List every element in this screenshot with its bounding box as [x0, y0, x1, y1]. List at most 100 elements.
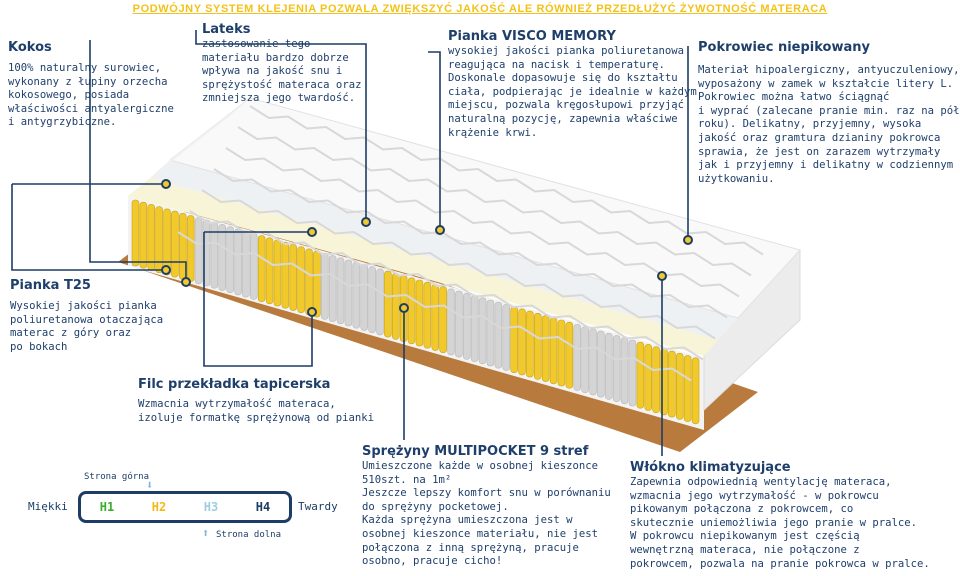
kokos-line [89, 40, 187, 282]
spring-pocket [439, 286, 447, 354]
spring-pocket [297, 246, 305, 313]
spring-pocket [234, 228, 242, 296]
spring-pocket [139, 201, 148, 269]
cover-front [150, 98, 250, 178]
soft-label: Miękki [28, 500, 68, 513]
spring-pocket [691, 357, 700, 425]
spring-pocket [368, 266, 376, 334]
visco-marker [435, 225, 445, 235]
wlokno-text: Zapewnia odpowiednią wentylację materaca… [630, 476, 930, 570]
spring-pocket [147, 204, 156, 271]
t25-bottom-marker [161, 265, 171, 275]
spring-pocket [557, 319, 566, 387]
spring-pocket [604, 332, 613, 400]
spring-pocket [194, 217, 203, 285]
filc-block: Filc przekładka tapicerska Wzmacnia wytr… [138, 377, 374, 425]
spring-pocket [573, 324, 581, 391]
quilt-pattern [177, 105, 764, 382]
spring-pocket [376, 268, 384, 336]
quilt-wave [213, 168, 728, 319]
spring-pocket [597, 330, 605, 398]
quilt-wave [225, 147, 740, 298]
spring-pocket [589, 328, 597, 396]
lateks-block: Lateks zastosowanie tego materiału bardz… [202, 22, 361, 106]
quilt-wave [201, 189, 716, 340]
pokrowiec-title: Pokrowiec niepikowany [698, 40, 870, 55]
filc-text: Wzmacnia wytrzymałość materaca, izoluje … [138, 398, 374, 424]
sprezyny-marker [399, 303, 409, 313]
pokrowiec-marker [683, 235, 693, 245]
spring-pocket [273, 239, 282, 307]
spring-pocket [384, 270, 392, 338]
wlokno-marker [657, 271, 667, 281]
spring-pocket [257, 235, 266, 302]
visco-text: wysokiej jakości pianka poliuretanowa re… [448, 45, 697, 139]
spring-pocket [431, 284, 439, 351]
spring-pocket [502, 304, 510, 371]
visco-title: Pianka VISCO MEMORY [448, 29, 616, 44]
filc-title: Filc przekładka tapicerska [138, 377, 331, 392]
pokrowiec-text: Materiał hipoalergiczny, antyuczuleniowy… [698, 64, 960, 185]
t25-top-marker [161, 179, 171, 189]
spring-pocket [163, 208, 171, 276]
quilt-wave [249, 105, 764, 256]
spring-pocket [668, 350, 676, 418]
spring-pocket [683, 355, 692, 422]
spring-pocket [518, 308, 526, 376]
spring-pocket [336, 257, 345, 325]
spring-pocket [289, 244, 297, 311]
spring-pocket [565, 321, 574, 389]
spring-pocket [320, 253, 329, 320]
spring-pocket [265, 237, 274, 305]
visco-line [428, 51, 441, 230]
spring-pocket [510, 306, 518, 374]
quilt-wave [237, 126, 752, 277]
spring-pocket [455, 290, 463, 358]
lateks-marker [361, 217, 371, 227]
firmness-h3: H3 [203, 500, 219, 514]
spring-pocket [186, 215, 195, 282]
spring-pocket [644, 344, 652, 411]
spring-pocket [415, 279, 424, 347]
spring-pocket [628, 339, 637, 407]
lateks-title: Lateks [202, 22, 251, 37]
spring-pocket [226, 226, 234, 293]
spring-pocket [281, 241, 290, 309]
spring-pocket [407, 277, 416, 345]
visco-layer [128, 178, 718, 356]
spring-pocket [352, 261, 361, 329]
lateks-line [195, 30, 367, 222]
spring-pocket [652, 346, 660, 414]
spring-pocket [675, 352, 684, 420]
filc-line [203, 232, 313, 367]
spring-pocket [218, 224, 227, 291]
t25-text: Wysokiej jakości pianka poliuretanowa ot… [10, 300, 164, 353]
pokrowiec-block: Pokrowiec niepikowany Materiał hipoalerg… [698, 40, 960, 186]
spring-pocket [526, 310, 534, 378]
spring-pocket [328, 255, 337, 322]
hard-label: Twardy [298, 500, 338, 513]
t25-block: Pianka T25 Wysokiej jakości pianka poliu… [10, 278, 163, 354]
quilt-wave [177, 231, 692, 382]
spring-pocket [486, 299, 495, 367]
lateks-text: zastosowanie tego materiału bardzo dobrz… [202, 38, 362, 105]
spring-pocket [171, 210, 179, 278]
spring-pocket [155, 206, 163, 273]
spring-pocket [636, 341, 645, 409]
wlokno-block: Włókno klimatyzujące Zapewnia odpowiedni… [630, 460, 930, 571]
spring-pocket [470, 295, 479, 362]
spring-pocket [242, 230, 250, 298]
kokos-text: 100% naturalny surowiec, wykonany z łupi… [8, 62, 174, 129]
kokos-marker [181, 277, 191, 287]
quilt-wave [189, 210, 704, 361]
spring-pocket [533, 312, 542, 380]
spring-pocket [447, 288, 455, 356]
t25-title: Pianka T25 [10, 278, 91, 293]
t25-bottom-line [11, 184, 166, 271]
spring-pocket [313, 250, 321, 318]
sprezyny-text: Umieszczone każde w osobnej kieszonce 51… [362, 460, 611, 568]
spring-pocket [581, 326, 589, 394]
spring-pocket [494, 301, 503, 369]
spring-pocket [541, 315, 550, 382]
